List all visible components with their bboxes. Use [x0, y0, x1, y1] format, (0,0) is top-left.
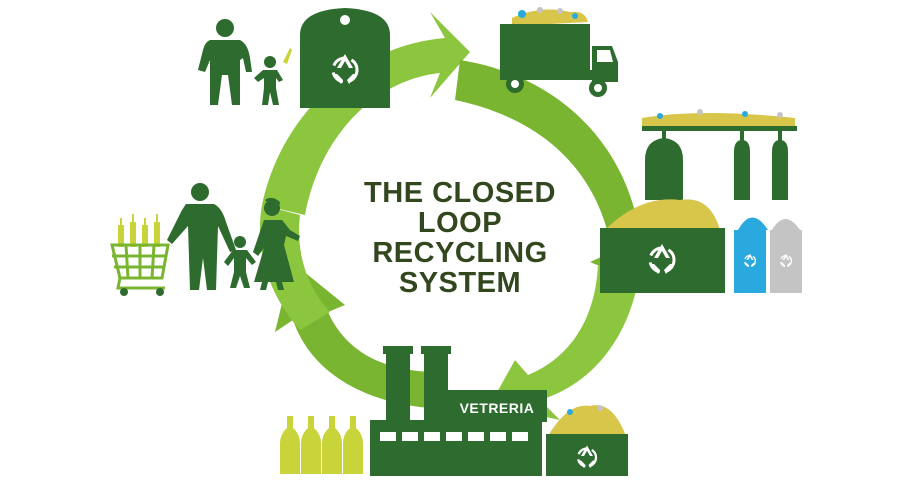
shopping-cart-icon [110, 214, 170, 296]
factory-sign: VETRERIA [447, 397, 547, 419]
sorting-plant [600, 109, 802, 293]
bottle-icon [278, 416, 366, 476]
title-line-3: RECYCLING [372, 237, 548, 269]
parent-child-figure [198, 19, 292, 105]
truck-icon [500, 7, 618, 97]
bin-icon [600, 228, 725, 293]
cycle-arrow-top [262, 12, 470, 215]
family-icon [167, 183, 300, 290]
bin-icon [734, 230, 766, 293]
cycle-arrow-bottom-right [490, 265, 640, 420]
title-line-4: SYSTEM [398, 267, 522, 299]
title-line-2: LOOP [417, 207, 503, 239]
cullet-bin [546, 405, 628, 476]
bin-icon [770, 230, 802, 293]
collection-bin [300, 8, 390, 108]
title-line-1: THE CLOSED [364, 177, 556, 209]
